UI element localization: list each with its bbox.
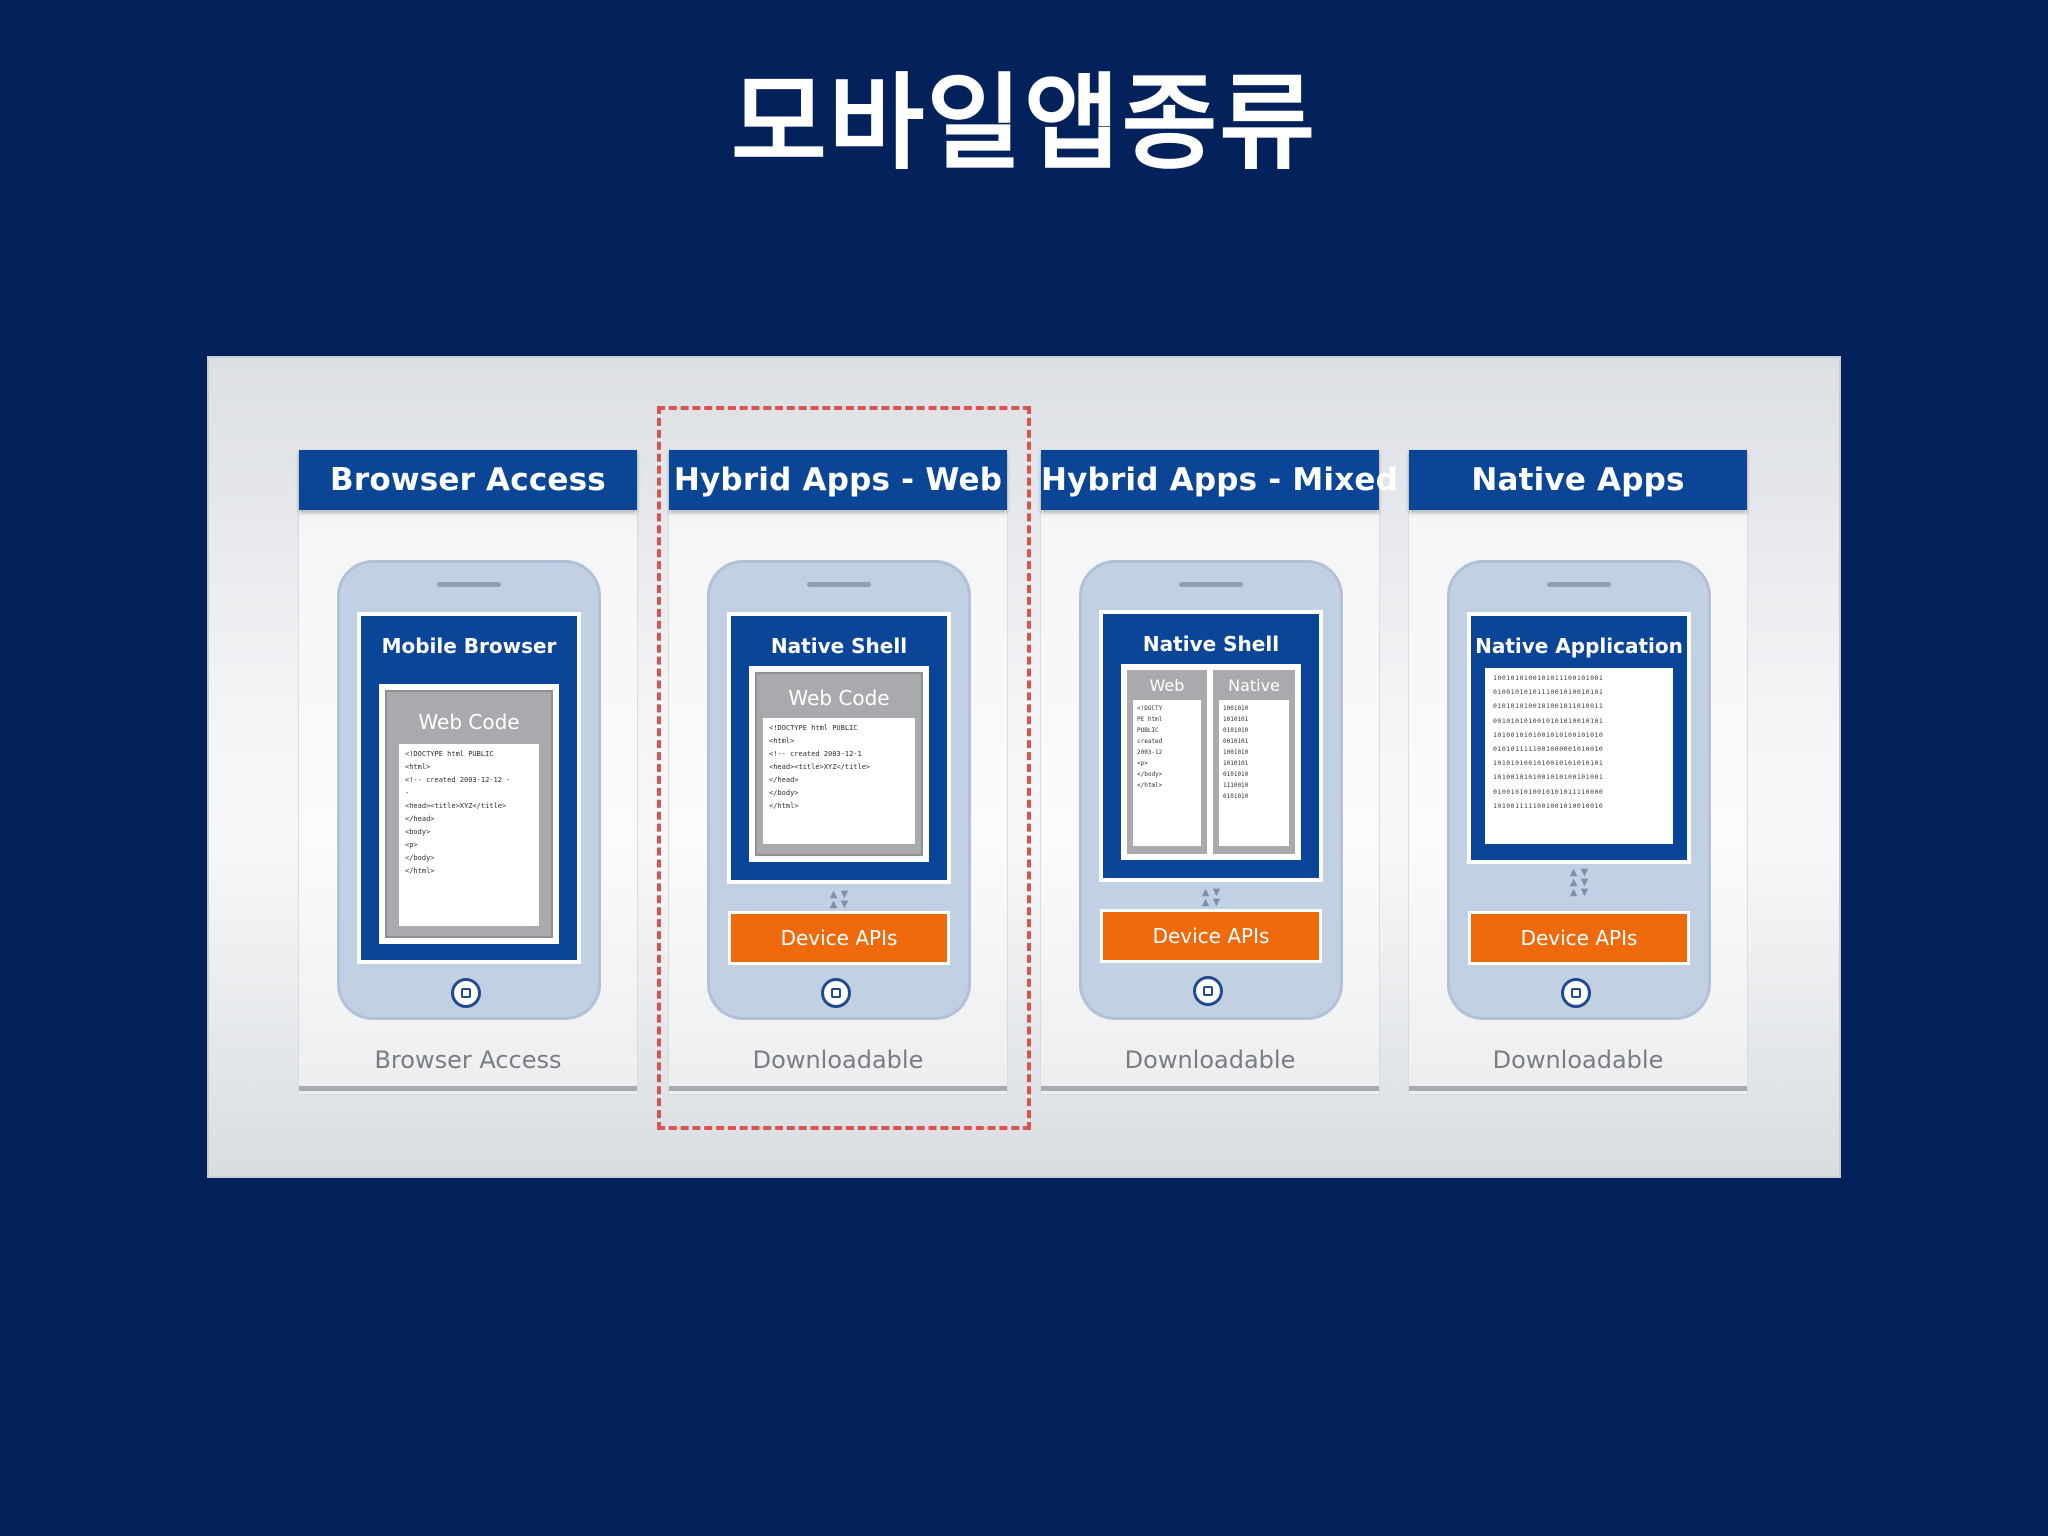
code-listing: <!DOCTYPE html PUBLIC <html> <!-- create… bbox=[763, 718, 915, 844]
web-code-box: Web Code <!DOCTYPE html PUBLIC <html> <!… bbox=[755, 672, 923, 856]
phone-illustration: Native Shell Web Code <!DOCTYPE html PUB… bbox=[707, 560, 971, 1020]
web-code-label: Web Code bbox=[418, 710, 520, 734]
code-line: <head><title>XYZ</title> bbox=[405, 802, 507, 810]
code-line: </html> bbox=[769, 802, 799, 810]
column-native-apps: Native Apps Native Application 100101010… bbox=[1409, 450, 1747, 1094]
native-code-column: Native 1001010 1010101 0101010 0010101 1… bbox=[1213, 670, 1295, 854]
column-header: Native Apps bbox=[1409, 450, 1747, 510]
native-code-listing: 1001010 1010101 0101010 0010101 1001010 … bbox=[1219, 700, 1289, 846]
code-line: <!-- created 2003-12-1 bbox=[769, 750, 862, 758]
column-footer: Downloadable bbox=[752, 1046, 924, 1074]
slide-title: 모바일앱종류 bbox=[730, 62, 1318, 184]
code-listing: <!DOCTYPE html PUBLIC <html> <!-- create… bbox=[399, 744, 539, 926]
binary-line: 0010101010010101010010101 bbox=[1493, 716, 1604, 725]
binary-line: 0100101010111001010010101 bbox=[1493, 688, 1604, 697]
column-divider bbox=[1041, 1086, 1379, 1091]
binary-line: 0100101010010101011110000 bbox=[1493, 787, 1604, 796]
column-footer: Downloadable bbox=[1124, 1046, 1296, 1074]
web-code-frame: Web Code <!DOCTYPE html PUBLIC <html> <!… bbox=[379, 684, 559, 944]
phone-speaker bbox=[1179, 582, 1243, 587]
home-button-icon bbox=[1561, 978, 1591, 1008]
code-line: </html> bbox=[405, 867, 435, 875]
code-line: <head><title>XYZ</title> bbox=[769, 763, 871, 771]
column-browser-access: Browser Access Mobile Browser Web Code <… bbox=[299, 450, 637, 1094]
column-hybrid-mixed: Hybrid Apps - Mixed Native Shell Web <!D… bbox=[1041, 450, 1398, 1094]
column-divider bbox=[1409, 1086, 1747, 1091]
phone-screen: Native Application 100101010010101110010… bbox=[1471, 616, 1687, 860]
screen-label: Mobile Browser bbox=[381, 634, 557, 658]
phone-speaker bbox=[807, 582, 871, 587]
code-line: - bbox=[405, 789, 410, 797]
binary-line: 1010101001010010101010101 bbox=[1493, 759, 1604, 768]
binary-line: 1010010101001010100101010 bbox=[1493, 730, 1604, 739]
mobile-app-types-diagram: Browser Access Mobile Browser Web Code <… bbox=[207, 356, 1841, 1178]
column-footer: Downloadable bbox=[1492, 1046, 1664, 1074]
screen-label: Native Shell bbox=[1142, 632, 1280, 656]
code-line: </head> bbox=[405, 815, 435, 823]
data-exchange-arrows-icon: ▲ ▼▲ ▼▲ ▼ bbox=[1569, 867, 1589, 898]
hybrid-web-highlight-box bbox=[657, 406, 1031, 1130]
column-hybrid-web: Hybrid Apps - Web Native Shell Web Code … bbox=[669, 450, 1007, 1094]
code-line: </body> bbox=[405, 854, 435, 862]
column-header: Browser Access bbox=[299, 450, 637, 510]
phone-illustration: Native Shell Web <!DOCTY PE html PUBLIC … bbox=[1079, 560, 1343, 1020]
home-button-icon bbox=[1193, 976, 1223, 1006]
phone-screen: Native Shell Web Code <!DOCTYPE html PUB… bbox=[731, 616, 947, 880]
web-code-listing: <!DOCTY PE html PUBLIC created 2003-12 <… bbox=[1133, 700, 1201, 846]
code-line: <!DOCTYPE html PUBLIC bbox=[769, 724, 858, 732]
web-code-label: Web Code bbox=[788, 686, 890, 710]
column-footer: Browser Access bbox=[374, 1046, 562, 1074]
web-code-column: Web <!DOCTY PE html PUBLIC created 2003-… bbox=[1127, 670, 1207, 854]
phone-speaker bbox=[437, 582, 501, 587]
code-line: <!-- created 2003-12-12 - bbox=[405, 776, 511, 784]
device-apis-bar: Device APIs bbox=[1103, 912, 1319, 960]
home-button-icon bbox=[821, 978, 851, 1008]
native-label: Native bbox=[1228, 676, 1280, 695]
home-button-icon bbox=[451, 978, 481, 1008]
column-divider bbox=[299, 1086, 637, 1091]
screen-label: Native Shell bbox=[770, 634, 908, 658]
code-line: </body> bbox=[769, 789, 799, 797]
web-code-frame: Web Code <!DOCTYPE html PUBLIC <html> <!… bbox=[749, 666, 929, 862]
binary-line: 1010011111001001010010010 bbox=[1493, 801, 1604, 810]
column-header: Hybrid Apps - Web bbox=[669, 450, 1007, 510]
data-exchange-arrows-icon: ▲ ▼▲ ▼ bbox=[1201, 887, 1221, 908]
web-code-box: Web Code <!DOCTYPE html PUBLIC <html> <!… bbox=[385, 690, 553, 938]
binary-line: 1010010101001010100101001 bbox=[1493, 773, 1604, 782]
phone-screen: Mobile Browser Web Code <!DOCTYPE html P… bbox=[361, 616, 577, 960]
code-line: <p> bbox=[405, 841, 418, 849]
code-line: <body> bbox=[405, 828, 431, 836]
data-exchange-arrows-icon: ▲ ▼▲ ▼ bbox=[829, 889, 849, 910]
device-apis-bar: Device APIs bbox=[731, 914, 947, 962]
screen-label: Native Application bbox=[1475, 634, 1683, 658]
column-divider bbox=[669, 1086, 1007, 1091]
phone-illustration: Native Application 100101010010101110010… bbox=[1447, 560, 1711, 1020]
code-line: <html> bbox=[405, 763, 431, 771]
device-apis-bar: Device APIs bbox=[1471, 914, 1687, 962]
binary-code-listing: 1001010100101011100101001 01001010101110… bbox=[1485, 668, 1673, 844]
split-code-frame: Web <!DOCTY PE html PUBLIC created 2003-… bbox=[1121, 664, 1301, 860]
phone-speaker bbox=[1547, 582, 1611, 587]
binary-line: 0101011111001000001010010 bbox=[1493, 745, 1604, 754]
phone-illustration: Mobile Browser Web Code <!DOCTYPE html P… bbox=[337, 560, 601, 1020]
phone-screen: Native Shell Web <!DOCTY PE html PUBLIC … bbox=[1103, 614, 1319, 878]
code-line: <!DOCTYPE html PUBLIC bbox=[405, 750, 494, 758]
binary-line: 1001010100101011100101001 bbox=[1493, 674, 1604, 682]
binary-line: 0101010100101001011010011 bbox=[1493, 702, 1604, 711]
web-label: Web bbox=[1149, 676, 1185, 695]
code-line: </head> bbox=[769, 776, 799, 784]
column-header: Hybrid Apps - Mixed bbox=[1041, 450, 1398, 510]
code-line: <html> bbox=[769, 737, 795, 745]
